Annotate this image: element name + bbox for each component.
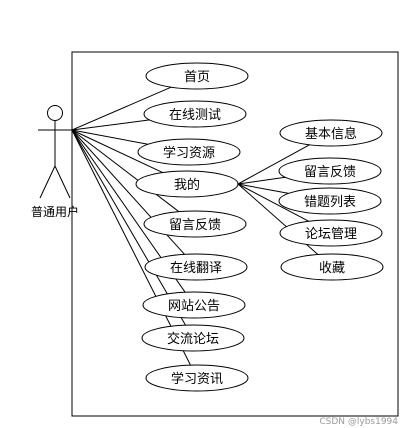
use-case-info: 基本信息	[279, 119, 383, 147]
use-case-ellipse	[145, 62, 249, 90]
association-mine-info	[237, 144, 310, 185]
use-case-forum: 交流论坛	[141, 324, 245, 352]
use-case-label: 错题列表	[304, 195, 356, 210]
use-case-ellipse	[143, 210, 247, 238]
association-actor-test	[71, 119, 150, 131]
use-case-ellipse	[279, 119, 383, 147]
use-case-ellipse	[142, 291, 246, 319]
association-mine-wrong	[237, 183, 289, 194]
actor-label: 普通用户	[31, 204, 79, 219]
use-case-myfb: 留言反馈	[278, 157, 382, 185]
use-case-fb: 留言反馈	[143, 210, 247, 238]
use-cases: 首页在线测试学习资源我的留言反馈在线翻译网站公告交流论坛学习资讯基本信息留言反馈…	[135, 62, 384, 392]
watermark: CSDN @lybs1994	[319, 417, 398, 427]
use-case-label: 我的	[174, 177, 200, 193]
association-actor-res	[71, 129, 149, 145]
use-case-label: 收藏	[319, 261, 345, 276]
use-case-ellipse	[141, 324, 245, 352]
use-case-ellipse	[144, 253, 248, 281]
use-case-fav: 收藏	[280, 253, 384, 281]
use-case-ellipse	[145, 364, 249, 392]
use-case-label: 网站公告	[168, 299, 220, 314]
use-case-label: 交流论坛	[167, 331, 219, 347]
use-case-ellipse	[280, 253, 384, 281]
use-case-ellipse	[137, 138, 241, 166]
actor-right-leg	[54, 165, 71, 199]
use-case-ellipse	[143, 100, 247, 128]
association-actor-forum	[71, 129, 186, 326]
association-actor-mine	[71, 129, 163, 174]
association-actor-home	[71, 86, 172, 131]
use-case-label: 论坛管理	[305, 227, 357, 242]
use-case-ellipse	[135, 170, 239, 198]
use-case-label: 学习资源	[163, 145, 215, 161]
use-case-test: 在线测试	[143, 100, 247, 128]
association-mine-myfb	[237, 176, 286, 185]
use-case-ellipse	[278, 187, 382, 215]
use-case-label: 首页	[184, 70, 210, 85]
use-case-notice: 网站公告	[142, 291, 246, 319]
use-case-trans: 在线翻译	[144, 253, 248, 281]
association-mine-forummgr	[237, 183, 310, 222]
use-case-label: 基本信息	[305, 126, 357, 142]
use-case-news: 学习资讯	[145, 364, 249, 392]
use-case-label: 留言反馈	[304, 165, 356, 180]
use-case-wrong: 错题列表	[278, 187, 382, 215]
use-case-mine: 我的	[135, 170, 239, 198]
system-boundary	[71, 51, 399, 417]
use-case-res: 学习资源	[137, 138, 241, 166]
actor-head	[47, 105, 63, 121]
use-case-label: 在线测试	[169, 108, 221, 123]
use-case-label: 在线翻译	[170, 261, 222, 276]
use-case-ellipse	[278, 157, 382, 185]
actor-figure	[38, 105, 72, 199]
use-case-ellipse	[279, 219, 383, 247]
actor-left-leg	[39, 165, 56, 199]
use-case-forummgr: 论坛管理	[279, 219, 383, 247]
use-case-label: 学习资讯	[171, 371, 223, 387]
use-case-home: 首页	[145, 62, 249, 90]
use-case-label: 留言反馈	[169, 218, 221, 233]
association-actor-fb	[71, 129, 180, 213]
